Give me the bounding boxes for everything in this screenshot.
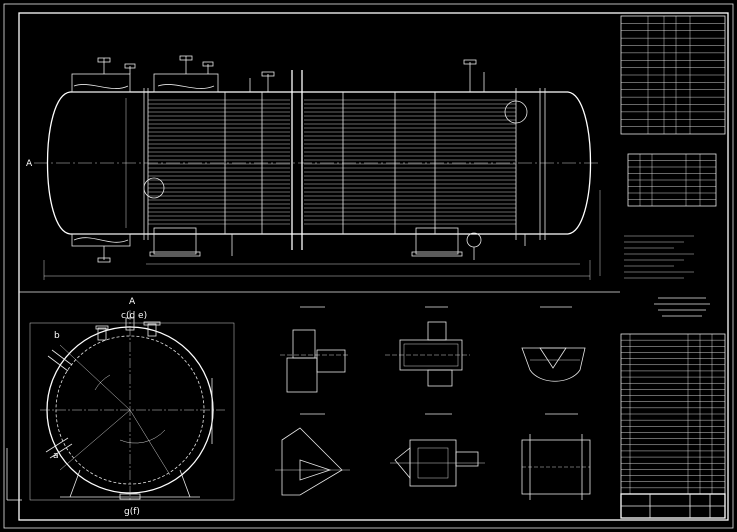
drawing-note-block (654, 297, 710, 317)
detail-view-4 (275, 413, 350, 496)
nozzle-label-left-upper: b (54, 331, 60, 341)
nozzle-table (627, 153, 717, 207)
right-head (567, 91, 592, 235)
detail-view-1 (280, 306, 350, 393)
manway-right (504, 100, 528, 124)
nozzle-label-top: A (129, 297, 136, 307)
technical-requirements-notes (624, 235, 694, 279)
vessel-elevation-view: A (26, 55, 601, 280)
top-nozzles (71, 55, 485, 93)
section-label: A (26, 159, 33, 169)
nozzle-label-left-lower: a (53, 451, 59, 461)
manway-left (143, 177, 165, 199)
ucs-icon (6, 448, 22, 501)
technical-data-table (620, 15, 726, 135)
dimension-lines (43, 98, 601, 280)
title-block (620, 493, 726, 519)
tube-bundle (148, 99, 516, 225)
nozzle-label-top-row: c(d e) (121, 311, 147, 321)
detail-view-6 (521, 413, 591, 500)
parts-list (620, 333, 726, 495)
sheet-border-outer (3, 3, 734, 529)
nozzle-label-bottom: g(f) (124, 507, 140, 517)
sheet-border-inner (18, 12, 729, 521)
baffles (143, 70, 546, 250)
left-head (46, 91, 71, 235)
detail-view-5 (390, 413, 485, 487)
detail-view-3 (521, 306, 586, 382)
detail-view-2 (385, 306, 470, 387)
bottom-nozzles (71, 227, 526, 263)
section-view: A c(d e) b a g(f) (29, 297, 235, 517)
